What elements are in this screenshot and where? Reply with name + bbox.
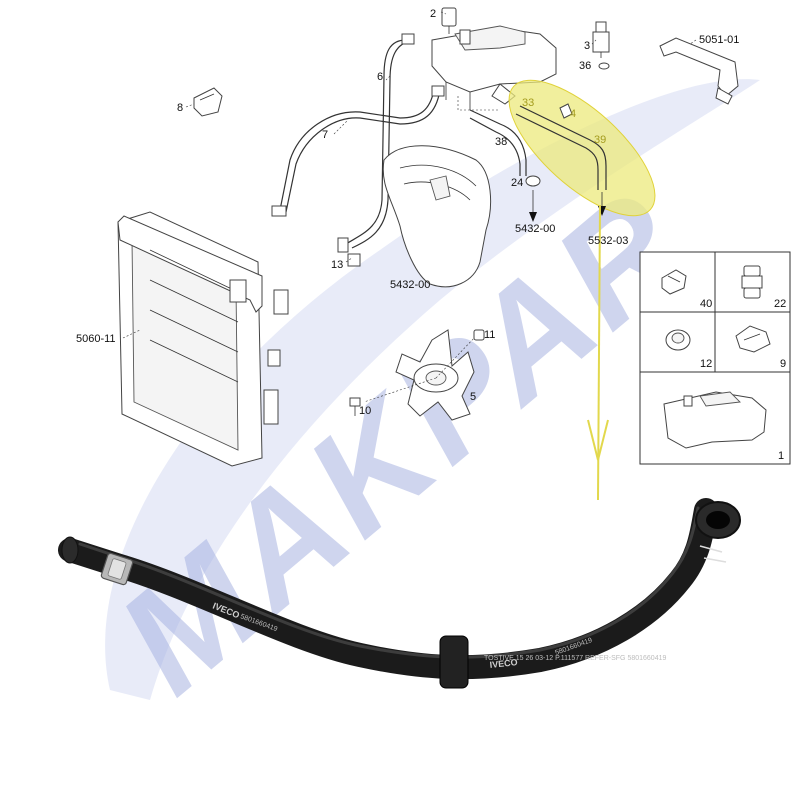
inset-label-40: 40: [700, 298, 712, 310]
callout-5532-03: 5532-03: [588, 235, 628, 247]
inset-label-22: 22: [774, 298, 786, 310]
callout-38: 38: [495, 136, 507, 148]
callout-5432-00-b: 5432-00: [390, 279, 430, 291]
callout-24: 24: [511, 177, 523, 189]
callout-6: 6: [377, 71, 383, 83]
filler-cap: [441, 7, 457, 34]
callout-4: 4: [570, 108, 576, 120]
inset-nipple-icon: [741, 265, 763, 299]
hose-product: IVECO 5801660419 TOSTIVE 15 26 03-12 P.1…: [58, 498, 741, 689]
inset-clip-icon: [661, 269, 687, 295]
callout-labels: 2 3 36 5051-01 8 6 7 33 4 39 38 24 5432-…: [76, 8, 739, 417]
level-sensor: [592, 21, 610, 70]
callout-39: 39: [594, 134, 606, 146]
callout-3: 3: [584, 40, 590, 52]
inset-grid: 40 22 12 9 1: [639, 251, 791, 465]
inset-tank-icon: [663, 391, 767, 449]
hose-clamp: [100, 552, 134, 586]
callout-36: 36: [579, 60, 591, 72]
air-duct: [382, 145, 492, 288]
callout-leaders: [122, 11, 697, 339]
bracket: [659, 37, 739, 105]
hose-highlight: [78, 506, 700, 659]
hose-print-brand-right: IVECO: [489, 657, 518, 670]
hose-body: [58, 498, 718, 680]
callout-5051-01: 5051-01: [699, 34, 739, 46]
hose-38: [469, 109, 541, 222]
callout-5: 5: [470, 391, 476, 403]
hose-sleeve: [439, 635, 469, 689]
callout-5432-00-a: 5432-00: [515, 223, 555, 235]
inset-label-9: 9: [780, 358, 786, 370]
callout-8: 8: [177, 102, 183, 114]
hose-left-end: [61, 536, 79, 564]
inset-label-1: 1: [778, 450, 784, 462]
hose-print-code-mid: TOSTIVE 15 26 03-12 P.111577 REFER-SFG 5…: [484, 655, 666, 662]
inset-grommet-icon: [665, 329, 691, 351]
callout-33: 33: [522, 97, 534, 109]
inset-label-12: 12: [700, 358, 712, 370]
highlighted-hose-assembly: [508, 79, 656, 217]
highlight-ellipse: [508, 79, 656, 217]
pointer-arrowhead: [587, 419, 609, 461]
pointer-arrow: [597, 204, 601, 501]
callout-13: 13: [331, 259, 343, 271]
hose-6-7: [271, 33, 445, 267]
callout-7: 7: [322, 129, 328, 141]
callout-11: 11: [484, 329, 495, 341]
callout-2: 2: [430, 8, 436, 20]
inset-hose-clip-icon: [735, 325, 771, 353]
callout-10: 10: [359, 405, 371, 417]
radiator: [117, 211, 289, 467]
callout-5060-11: 5060-11: [76, 333, 116, 345]
clip: [193, 87, 223, 117]
fan: [349, 329, 485, 421]
